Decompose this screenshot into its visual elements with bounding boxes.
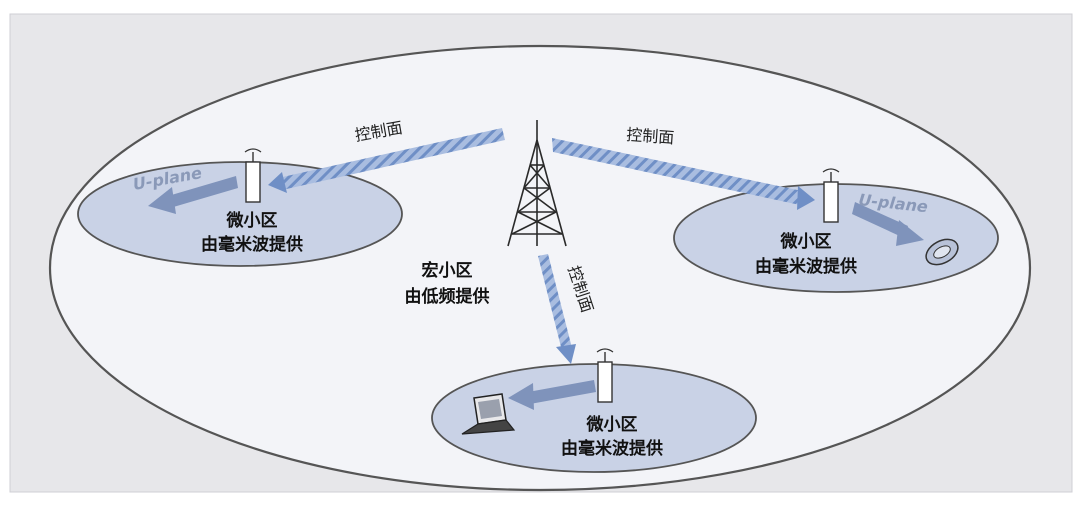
small-cell-bottom-area [431,363,757,473]
small-cell-left-subtitle: 由毫米波提供 [201,234,303,255]
user-plane-arrow-right [852,202,924,246]
small-cell-right-subtitle: 由毫米波提供 [755,256,857,277]
control-link-bottom [538,254,576,364]
laptop-icon [461,393,516,435]
small-cell-left-title: 微小区 [226,210,278,231]
control-link-right [552,138,815,210]
control-link-right-label: 控制面 [626,125,675,147]
antenna-left-icon [244,148,262,203]
antenna-right-icon [822,168,840,223]
antenna-bottom-icon [596,348,614,403]
small-cell-left-area [77,161,403,267]
user-plane-arrow-bottom [508,380,596,410]
macro-tower-icon [507,120,567,247]
small-cell-bottom-title: 微小区 [586,414,638,435]
small-cell-bottom-subtitle: 由毫米波提供 [561,438,663,459]
user-plane-arrow-left [148,176,238,214]
phone-icon [925,238,959,266]
macro-cell-area [48,44,1032,492]
small-cell-right-title: 微小区 [780,231,832,252]
control-link-left [268,128,505,193]
macro-cell-title: 宏小区 [422,260,473,281]
macro-cell-subtitle: 由低频提供 [405,286,490,307]
